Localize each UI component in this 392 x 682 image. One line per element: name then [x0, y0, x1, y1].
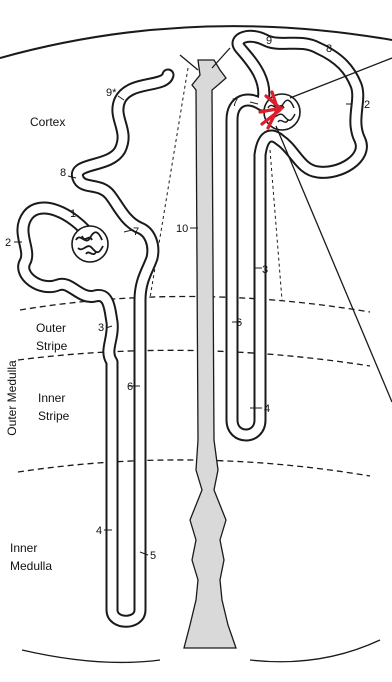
number-7-left: 7 [133, 226, 139, 238]
number-7-right: 7 [232, 97, 238, 109]
label-outer-stripe-2: Stripe [36, 339, 68, 353]
label-outer-medulla: Outer Medulla [5, 360, 19, 436]
number-3-left: 3 [98, 322, 104, 334]
number-9: 9 [266, 35, 272, 47]
number-6-left: 6 [127, 381, 133, 393]
number-3-right: 3 [262, 264, 268, 276]
label-outer-stripe-1: Outer [36, 321, 66, 335]
papilla-outline-right [250, 640, 380, 662]
label-inner-medulla-2: Medulla [10, 559, 52, 573]
number-8-right: 8 [326, 43, 332, 55]
label-inner-stripe-1: Inner [38, 391, 65, 405]
number-4-left: 4 [96, 525, 102, 537]
number-10: 10 [176, 223, 188, 235]
cortex-medulla-boundary [20, 296, 370, 312]
number-6-right: 6 [236, 317, 242, 329]
number-8-left: 8 [60, 167, 66, 179]
number-4-right: 4 [264, 403, 270, 415]
papilla-outline-left [22, 650, 160, 662]
label-inner-stripe-2: Stripe [38, 409, 70, 423]
label-inner-medulla-1: Inner [10, 541, 37, 555]
glomerulus-right [260, 92, 300, 130]
glomerulus-left [72, 226, 108, 262]
number-1: 1 [70, 208, 76, 220]
outer-inner-stripe-boundary [18, 350, 370, 366]
collecting-duct-branch-right [212, 48, 230, 68]
outer-inner-medulla-boundary [18, 460, 370, 476]
number-2-left: 2 [5, 237, 11, 249]
collecting-duct-branch-left [180, 55, 198, 70]
number-2-right: 2 [364, 99, 370, 111]
number-9-star: 9* [106, 87, 117, 99]
number-5: 5 [150, 550, 156, 562]
medullary-ray-right [270, 150, 282, 300]
label-cortex: Cortex [30, 115, 65, 129]
short-loop-nephron [232, 36, 361, 435]
